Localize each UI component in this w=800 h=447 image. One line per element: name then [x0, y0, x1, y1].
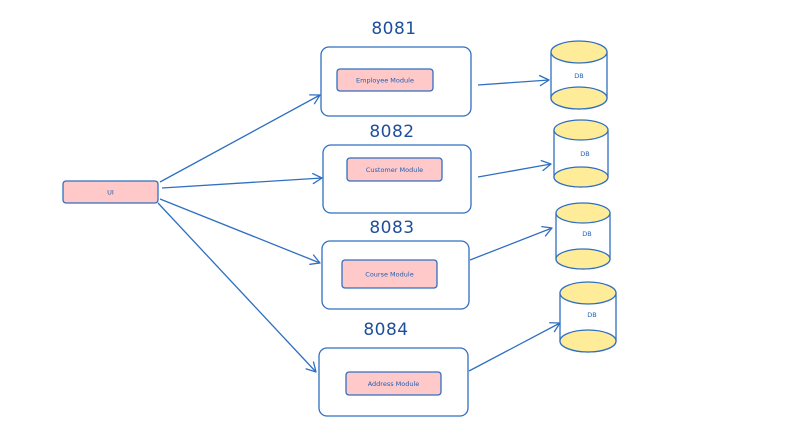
ui-label: UI — [107, 189, 114, 197]
database-8082[interactable]: DB — [553, 119, 609, 188]
module-box-employee — [336, 68, 434, 92]
ui-to-service-arrows — [157, 94, 323, 373]
arrow-ui-to-8082 — [161, 172, 323, 189]
module-box-customer — [346, 157, 443, 182]
arrow-8083-to-db — [469, 225, 553, 261]
service-8084[interactable]: 8084 Address Module — [318, 320, 469, 417]
db-top-2 — [553, 119, 609, 141]
port-label-8082: 8082 — [369, 122, 414, 142]
arrow-8082-to-db — [477, 160, 552, 178]
db-label-1: DB — [574, 72, 583, 80]
arrow-ui-to-8083 — [159, 198, 321, 265]
ui-node[interactable]: UI — [62, 180, 159, 204]
db-top-1 — [550, 40, 608, 64]
module-label-employee: Employee Module — [356, 77, 414, 85]
module-box-address — [345, 371, 442, 396]
db-bottom-2 — [553, 166, 609, 188]
db-label-2: DB — [580, 150, 589, 158]
db-top-3 — [555, 202, 611, 224]
service-8081[interactable]: 8081 Employee Module — [320, 19, 472, 117]
module-label-address: Address Module — [368, 380, 420, 388]
port-label-8081: 8081 — [371, 19, 416, 39]
arrow-8084-to-db — [468, 322, 561, 372]
db-bottom-1 — [550, 86, 608, 110]
arrow-ui-to-8084 — [157, 202, 317, 373]
db-label-3: DB — [582, 230, 591, 238]
port-label-8084: 8084 — [363, 320, 408, 340]
db-bottom-3 — [555, 248, 611, 270]
module-label-course: Course Module — [365, 271, 413, 279]
database-8081[interactable]: DB — [550, 40, 608, 110]
module-label-customer: Customer Module — [366, 166, 423, 174]
port-label-8083: 8083 — [369, 218, 414, 238]
arrow-ui-to-8081 — [159, 94, 321, 183]
service-to-db-arrows — [468, 74, 561, 372]
module-box-course — [341, 259, 438, 289]
db-label-4: DB — [587, 311, 596, 319]
arrow-8081-to-db — [477, 74, 550, 87]
database-8084[interactable]: DB — [559, 281, 617, 353]
db-bottom-4 — [559, 329, 617, 353]
database-8083[interactable]: DB — [555, 202, 611, 270]
service-8082[interactable]: 8082 Customer Module — [322, 122, 472, 214]
db-top-4 — [559, 281, 617, 305]
service-8083[interactable]: 8083 Course Module — [321, 218, 470, 310]
